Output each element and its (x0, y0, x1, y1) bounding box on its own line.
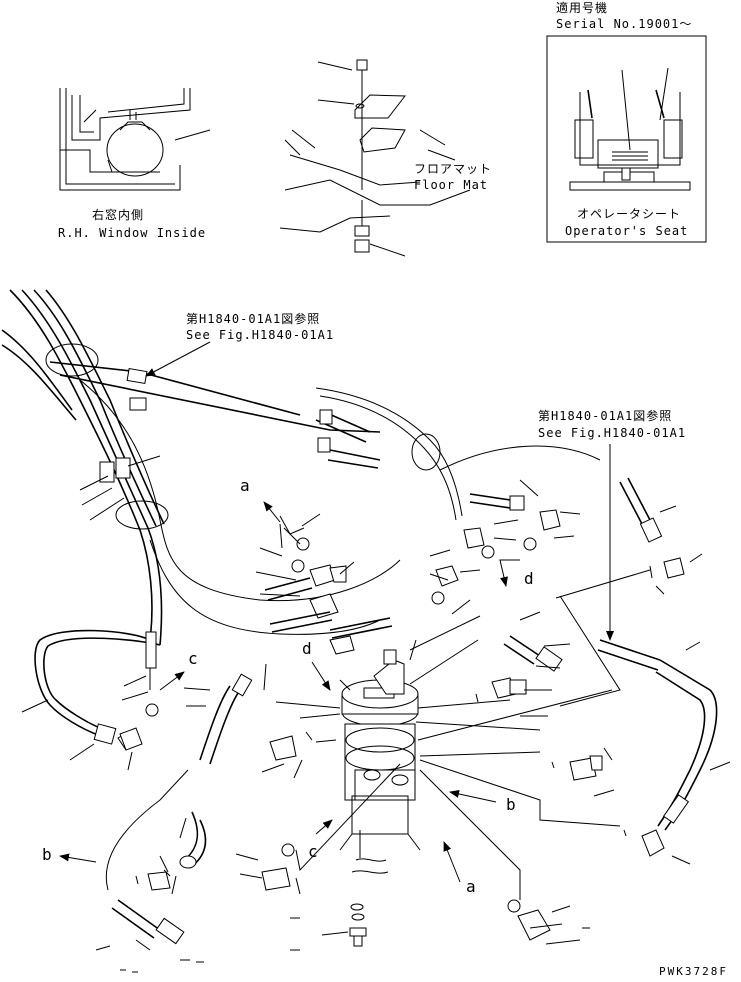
serial-label-en: Serial No.19001～ (556, 17, 693, 31)
left-loop-pipe (21, 629, 161, 771)
marker-c-left: c (188, 649, 199, 668)
bolt-icon (321, 903, 367, 947)
ref-left-jp: 第H1840-01A1図参照 (186, 312, 321, 326)
marker-a-upper: a (240, 476, 251, 495)
elbow-fitting-icon (119, 509, 685, 941)
serial-label-jp: 適用号機 (556, 1, 609, 15)
floor-mat-label-en: Floor Mat (414, 178, 489, 192)
floor-mat-drawing (279, 59, 471, 257)
ref-right-en: See Fig.H1840-01A1 (538, 426, 687, 440)
marker-b-left: b (42, 845, 53, 864)
marker-b-right: b (506, 795, 517, 814)
swivel-joint-icon (339, 639, 421, 874)
ref-left-en: See Fig.H1840-01A1 (186, 328, 335, 342)
hose-bundle (1, 289, 401, 646)
seat-inset-label-en: Operator's Seat (565, 224, 689, 238)
leader-lines (95, 479, 731, 951)
marker-a-lower: a (466, 877, 477, 896)
marker-c-center: c (308, 842, 319, 861)
o-ring-icon (135, 537, 653, 913)
seat-inset-drawing (546, 35, 707, 243)
ref-right-jp: 第H1840-01A1図参照 (538, 409, 673, 423)
misc-marks (120, 927, 590, 973)
window-inset-label-jp: 右窓内側 (92, 208, 145, 222)
window-inset-label-en: R.H. Window Inside (58, 226, 207, 240)
hose-icon (105, 387, 718, 945)
marker-d-center: d (302, 639, 313, 658)
floor-mat-label-jp: フロアマット (414, 162, 493, 176)
drawing-code: PWK3728F (659, 965, 728, 978)
marker-d-right: d (524, 569, 535, 588)
arrow-icon (59, 341, 651, 883)
window-inset-drawing (59, 88, 211, 191)
seat-inset-label-jp: オペレータシート (577, 207, 682, 221)
